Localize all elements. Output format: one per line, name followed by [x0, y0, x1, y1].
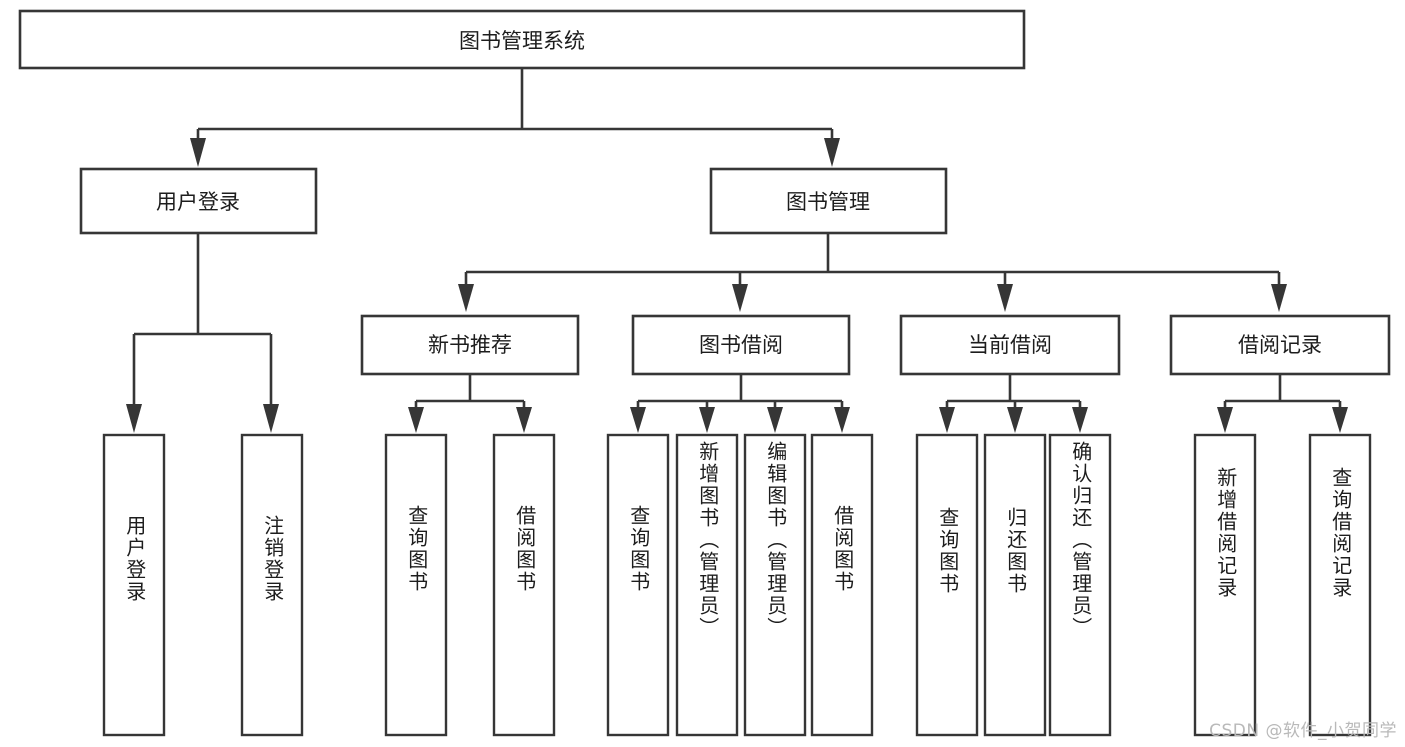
leaf-box-query-book-2[interactable] [606, 433, 670, 737]
connector-book-borrow-to-leaves [630, 374, 850, 433]
node-user-login-label: 用户登录 [156, 190, 240, 214]
connector-new-book-recommend-to-leaves [408, 374, 532, 433]
connector-borrow-record-to-leaves [1217, 374, 1348, 433]
node-borrow-record[interactable]: 借阅记录 [1169, 314, 1391, 376]
leaf-label-wrap-return-book: 归还图书 [985, 435, 1045, 735]
node-current-borrow-box[interactable] [899, 314, 1121, 376]
connector-user-login-to-leaves [126, 233, 279, 433]
leaf-label-wrap-edit-book: 编辑图书（管理员） [745, 435, 805, 735]
leaf-label-query-book-3: 查询图书 [935, 507, 960, 595]
leaf-box-query-book-3[interactable] [915, 433, 979, 737]
leaf-label-wrap-borrow-book-2: 借阅图书 [812, 435, 872, 735]
node-new-book-recommend-box[interactable] [360, 314, 580, 376]
leaf-label-query-book-1: 查询图书 [404, 505, 429, 593]
node-user-login[interactable]: 用户登录 [79, 167, 318, 235]
arrow-to-leaf-user-login [126, 404, 142, 433]
watermark: CSDN @软件_小贺同学 [1209, 721, 1397, 741]
leaf-label-wrap-query-book-3: 查询图书 [917, 435, 977, 735]
leaf-label-edit-book: 编辑图书（管理员） [763, 441, 788, 639]
leaf-label-wrap-add-book: 新增图书（管理员） [677, 435, 737, 735]
leaf-label-wrap-user-logout: 注销登录 [242, 435, 302, 735]
node-borrow-record-label: 借阅记录 [1238, 333, 1322, 357]
arrow-to-book-borrow [732, 284, 748, 312]
leaf-box-confirm-return[interactable] [1048, 433, 1112, 737]
node-current-borrow[interactable]: 当前借阅 [899, 314, 1121, 376]
node-new-book-recommend[interactable]: 新书推荐 [360, 314, 580, 376]
leaf-box-borrow-book-2[interactable] [810, 433, 874, 737]
node-current-borrow-label: 当前借阅 [968, 333, 1052, 357]
leaf-label-wrap-user-login: 用户登录 [104, 435, 164, 735]
node-book-manage[interactable]: 图书管理 [709, 167, 948, 235]
node-root[interactable]: 图书管理系统 [18, 9, 1026, 70]
arrow-to-current-borrow [997, 284, 1013, 312]
leaf-label-user-logout: 注销登录 [260, 515, 285, 603]
leaf-box-query-book-1[interactable] [384, 433, 448, 737]
leaf-box-user-logout[interactable] [240, 433, 304, 737]
node-new-book-recommend-label: 新书推荐 [428, 333, 512, 357]
leaf-box-add-book[interactable] [675, 433, 739, 737]
leaf-label-confirm-return: 确认归还（管理员） [1068, 441, 1093, 639]
node-book-borrow-label: 图书借阅 [699, 333, 783, 357]
node-book-manage-label: 图书管理 [786, 190, 870, 214]
leaf-box-add-record[interactable] [1193, 433, 1257, 737]
leaf-label-borrow-book-2: 借阅图书 [830, 505, 855, 593]
node-root-box[interactable] [18, 9, 1026, 70]
leaf-label-return-book: 归还图书 [1003, 507, 1028, 595]
node-root-label: 图书管理系统 [459, 29, 585, 53]
leaf-label-wrap-query-record: 查询借阅记录 [1310, 435, 1370, 735]
arrow-to-new-book-recommend [458, 284, 474, 312]
leaf-label-wrap-add-record: 新增借阅记录 [1195, 435, 1255, 735]
leaf-label-add-record: 新增借阅记录 [1213, 467, 1238, 599]
leaf-box-return-book[interactable] [983, 433, 1047, 737]
connector-root-to-level2 [190, 68, 840, 167]
leaf-label-wrap-confirm-return: 确认归还（管理员） [1050, 435, 1110, 735]
node-book-borrow[interactable]: 图书借阅 [631, 314, 851, 376]
leaf-box-query-record[interactable] [1308, 433, 1372, 737]
arrow-to-borrow-record [1271, 284, 1287, 312]
leaf-label-add-book: 新增图书（管理员） [695, 441, 720, 639]
connector-current-borrow-to-leaves [939, 374, 1088, 433]
leaf-label-wrap-query-book-1: 查询图书 [386, 435, 446, 735]
leaf-label-borrow-book-1: 借阅图书 [512, 505, 537, 593]
arrow-to-leaf-user-logout [263, 404, 279, 433]
leaf-label-user-login: 用户登录 [122, 515, 147, 603]
arrow-to-user-login [190, 138, 206, 167]
leaf-label-wrap-query-book-2: 查询图书 [608, 435, 668, 735]
leaf-box-borrow-book-1[interactable] [492, 433, 556, 737]
leaf-label-query-record: 查询借阅记录 [1328, 467, 1353, 599]
leaf-label-query-book-2: 查询图书 [626, 505, 651, 593]
leaf-box-edit-book[interactable] [743, 433, 807, 737]
node-book-borrow-box[interactable] [631, 314, 851, 376]
leaf-box-user-login[interactable] [102, 433, 166, 737]
connector-book-manage-to-level3 [458, 233, 1287, 312]
leaf-label-wrap-borrow-book-1: 借阅图书 [494, 435, 554, 735]
arrow-to-book-manage [824, 138, 840, 167]
